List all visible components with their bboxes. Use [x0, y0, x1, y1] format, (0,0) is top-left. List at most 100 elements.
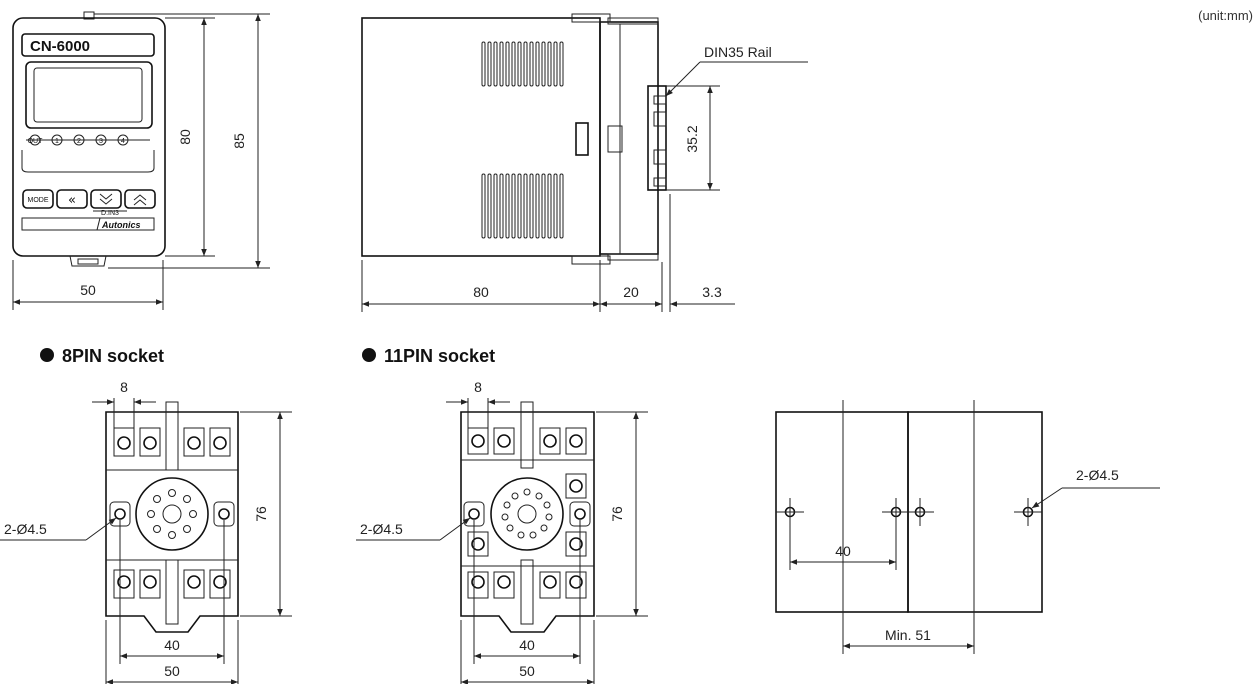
vent-slot — [535, 41, 540, 87]
dim-height-80: 80 — [177, 129, 193, 145]
socket-body — [599, 21, 659, 255]
dim-socket: 20 — [623, 284, 639, 300]
led-label-out: OUT — [28, 138, 44, 145]
socket-8pin-width: 50 — [164, 663, 180, 679]
cutout-min-pitch: Min. 51 — [885, 627, 931, 643]
socket-11pin-hole-spacing: 40 — [519, 637, 535, 653]
vent-slot — [481, 41, 486, 87]
led-label-4: 4 — [121, 138, 125, 145]
side-view: DIN35 Rail 35.2 80 20 3.3 — [361, 13, 808, 312]
led-label-2: 2 — [77, 138, 81, 145]
vent-slot — [553, 41, 558, 87]
vent-slot — [541, 173, 546, 239]
vent-slot — [499, 173, 504, 239]
double-left-icon: « — [68, 193, 76, 208]
side-latch — [575, 122, 589, 156]
vent-slot — [481, 173, 486, 239]
terminal-screws-bottom — [467, 571, 587, 599]
mode-button — [22, 189, 54, 209]
rail-label: DIN35 Rail — [704, 44, 772, 60]
shift-button — [56, 189, 88, 209]
vent-slot — [505, 41, 510, 87]
mode-button-label: MODE — [28, 197, 49, 204]
socket-11pin-title: 11PIN socket — [384, 346, 495, 366]
led-label-1: 1 — [55, 138, 59, 145]
socket-11pin-hole-label: 2-Ø4.5 — [360, 521, 403, 537]
dim-height-85: 85 — [231, 133, 247, 149]
socket-8pin-center — [135, 477, 209, 551]
dim-depth: 80 — [473, 284, 489, 300]
mount-hole-left — [114, 508, 126, 520]
socket-11pin-view: 11PIN socket — [356, 346, 648, 684]
dim-rail: 35.2 — [684, 125, 700, 152]
vent-slot — [499, 41, 504, 87]
terminal-screws-bottom — [113, 569, 231, 599]
vent-slot — [511, 173, 516, 239]
mount-hole-right — [574, 508, 586, 520]
socket-11pin-center — [490, 477, 564, 551]
panel-cutout-view: 40 Min. 51 2-Ø4.5 — [775, 400, 1160, 654]
bullet-icon — [40, 348, 54, 362]
cutout-hole-spacing: 40 — [835, 543, 851, 559]
socket-8pin-pitch: 8 — [120, 379, 128, 395]
vent-slot — [523, 173, 528, 239]
vent-slots-top — [481, 41, 564, 87]
bullet-icon — [362, 348, 376, 362]
mount-hole-right — [218, 508, 230, 520]
cutout-hole-label: 2-Ø4.5 — [1076, 467, 1119, 483]
double-up-icon — [133, 194, 147, 206]
front-body-outline — [12, 17, 166, 257]
pin-holes-11 — [501, 488, 553, 539]
double-down-icon — [99, 193, 113, 205]
socket-8pin-hole-spacing: 40 — [164, 637, 180, 653]
display-window — [25, 61, 153, 129]
vent-slot — [553, 173, 558, 239]
din-label: D.IN3 — [101, 210, 119, 217]
socket-11pin-body — [460, 411, 595, 633]
socket-11pin-pitch: 8 — [474, 379, 482, 395]
bottom-clip — [69, 255, 107, 267]
vent-slot — [559, 41, 564, 87]
pin-holes-8 — [147, 489, 197, 539]
socket-8pin-title: 8PIN socket — [62, 346, 164, 366]
led-label-3: 3 — [99, 138, 103, 145]
down-button — [90, 189, 122, 209]
socket-8pin-body — [105, 411, 239, 633]
vent-slot — [487, 41, 492, 87]
terminal-screws-top — [113, 427, 231, 457]
vent-slot — [511, 41, 516, 87]
model-label: CN-6000 — [30, 38, 90, 55]
vent-slot — [523, 41, 528, 87]
vent-slot — [493, 173, 498, 239]
up-button — [124, 189, 156, 209]
vent-slot — [547, 173, 552, 239]
vent-slot — [493, 41, 498, 87]
vent-slot — [529, 173, 534, 239]
din-clip — [647, 85, 667, 191]
socket-11pin-height: 76 — [609, 506, 625, 522]
lcd-screen — [33, 67, 143, 123]
unit-note: (unit:mm) — [1198, 8, 1253, 23]
vent-slot — [541, 41, 546, 87]
led-row: OUT 1 2 3 4 — [26, 134, 150, 146]
vent-slot — [517, 41, 522, 87]
vent-slot — [547, 41, 552, 87]
socket-8pin-height: 76 — [253, 506, 269, 522]
terminal-screws-top — [467, 427, 587, 557]
vent-slot — [517, 173, 522, 239]
mount-hole-left — [468, 508, 480, 520]
vent-slots-bottom — [481, 173, 564, 239]
dim-clip: 3.3 — [702, 284, 722, 300]
dim-width-50: 50 — [80, 282, 96, 298]
vent-slot — [505, 173, 510, 239]
socket-11pin-width: 50 — [519, 663, 535, 679]
vent-slot — [559, 173, 564, 239]
vent-slot — [529, 41, 534, 87]
vent-slot — [535, 173, 540, 239]
side-body-outline — [361, 17, 601, 257]
front-view: CN-6000 OUT 1 2 3 4 MODE « D.IN3 — [12, 11, 270, 310]
socket-8pin-hole-label: 2-Ø4.5 — [4, 521, 47, 537]
brand-label: Autonics — [101, 220, 141, 230]
vent-slot — [487, 173, 492, 239]
